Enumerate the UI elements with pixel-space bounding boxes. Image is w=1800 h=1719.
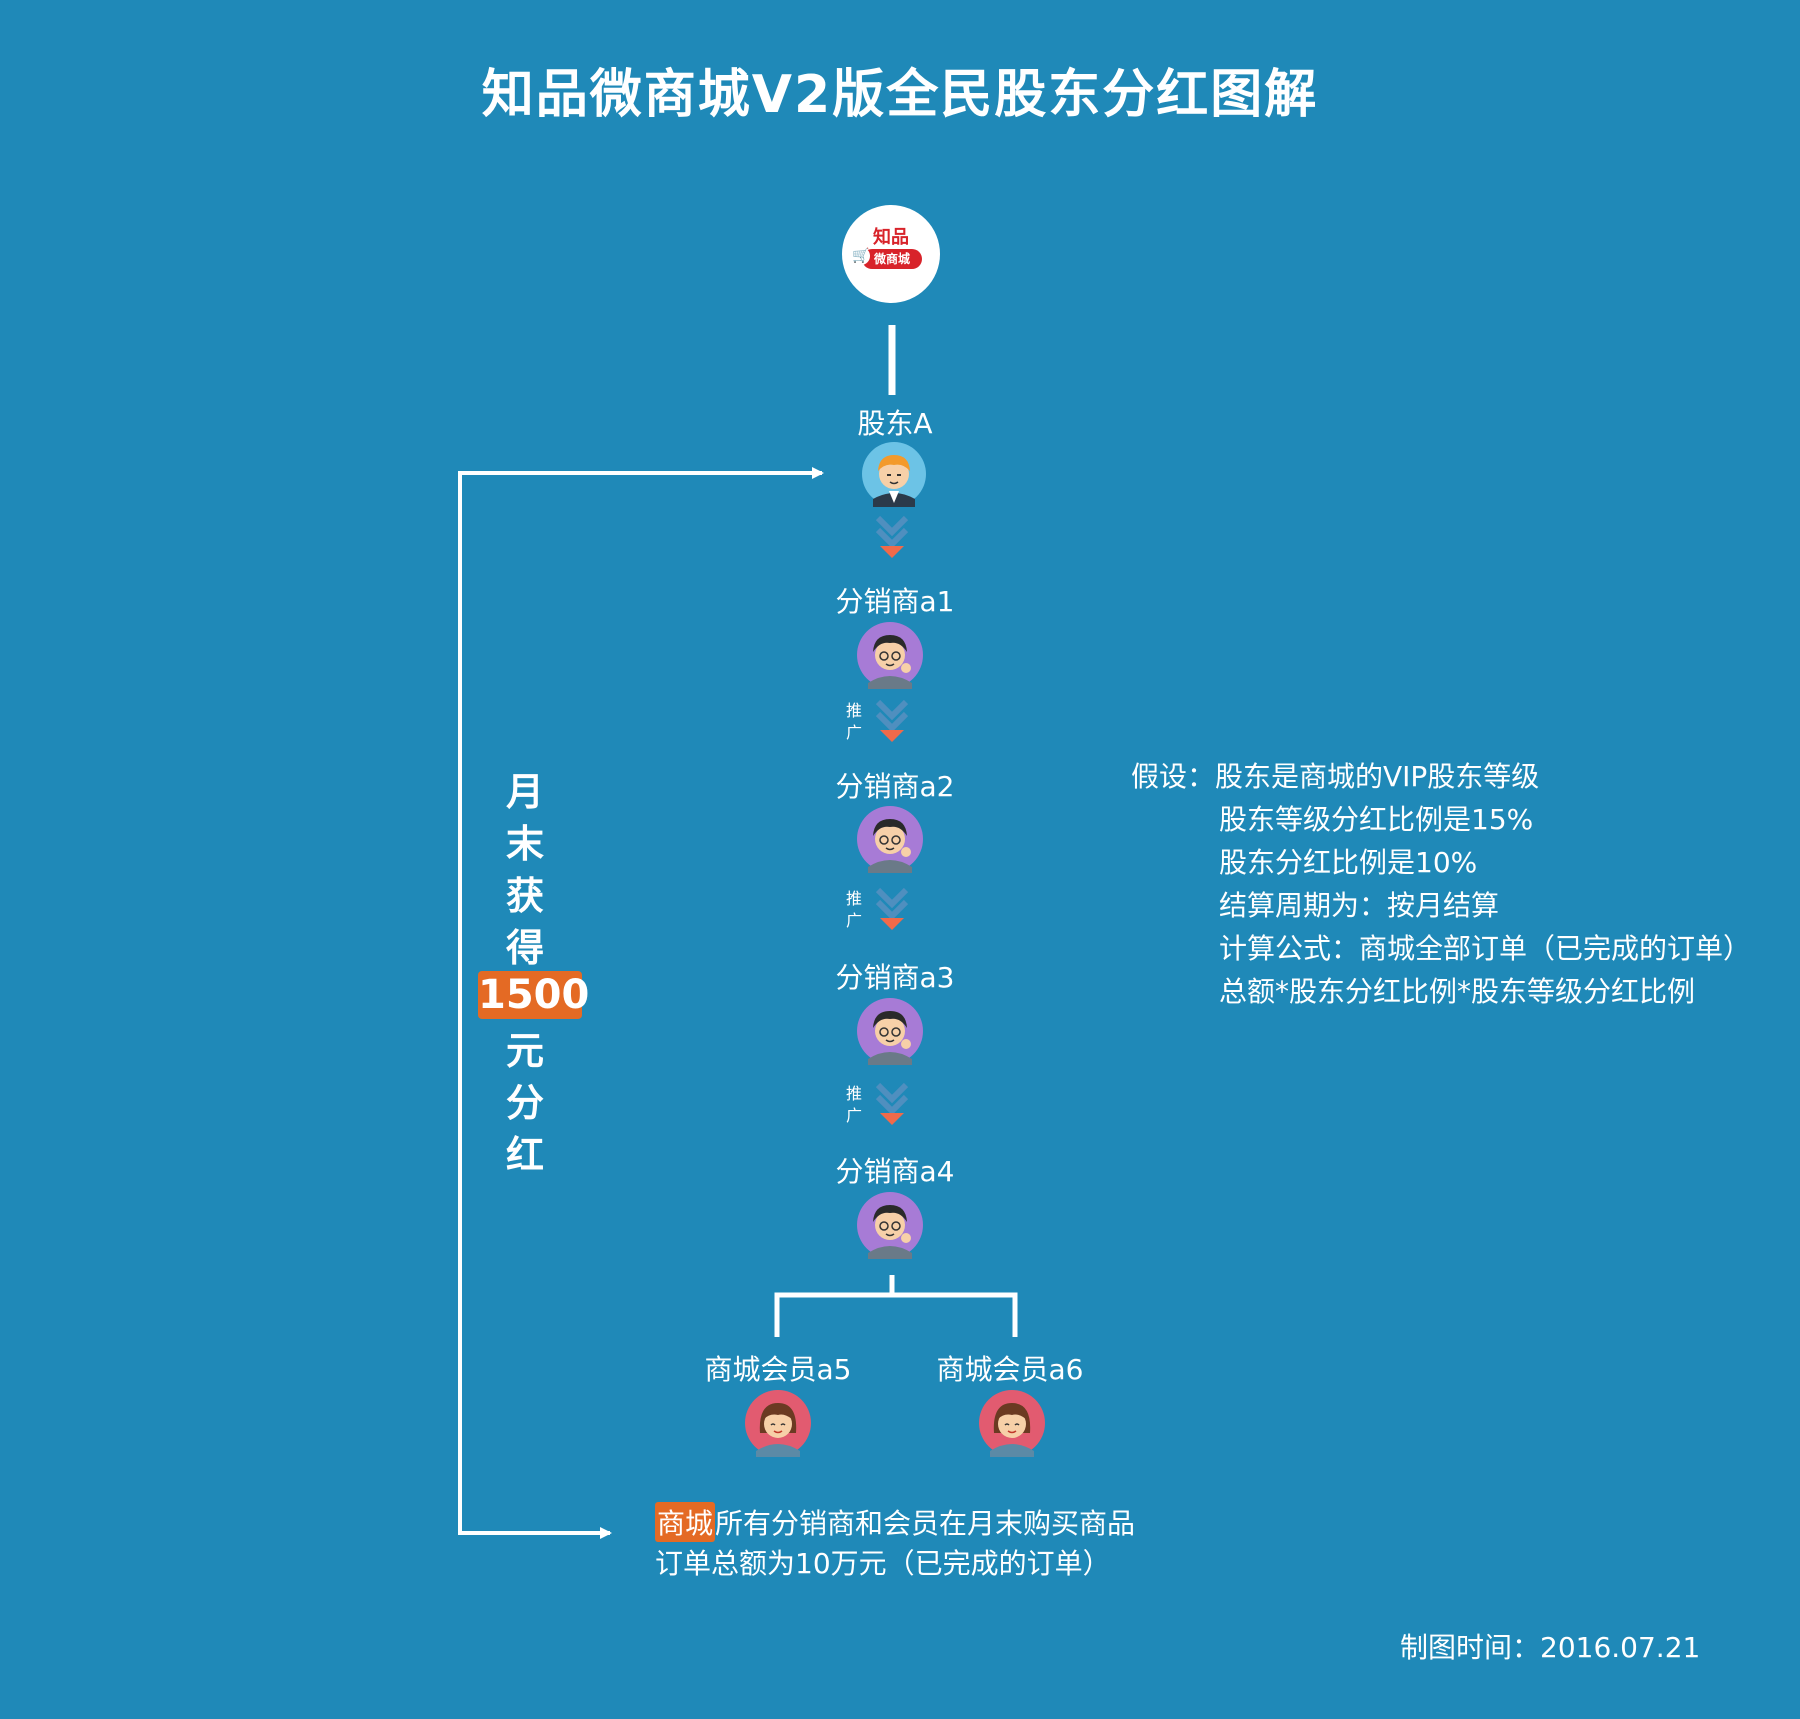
double-chevron-down-icon (876, 888, 908, 930)
assumption-line: 股东分红比例是10% (1219, 846, 1478, 879)
dividend-text-bottom: 元 分 红 (505, 1029, 544, 1177)
logo-top-text: 知品 (873, 227, 909, 248)
logo-band-text: 微商城 (862, 249, 922, 269)
promote-label: 推 广 (845, 889, 862, 930)
page-title: 知品微商城V2版全民股东分红图解 (481, 65, 1319, 125)
assumption-line: 股东等级分红比例是15% (1219, 803, 1534, 836)
shareholder-label: 股东A (857, 407, 933, 440)
assumption-line: 结算周期为：按月结算 (1219, 889, 1500, 922)
member-a6-avatar-icon (979, 1390, 1045, 1457)
double-chevron-down-icon (876, 516, 908, 558)
shopping-cart-icon: 🛒 (852, 247, 870, 265)
promote-label: 推 广 (845, 1084, 862, 1125)
dividend-text-top: 月 末 获 得 (505, 770, 544, 970)
assumption-line: 假设：股东是商城的VIP股东等级 (1131, 760, 1540, 793)
branch-line (774, 1292, 1018, 1337)
distributor-a1-avatar-icon (857, 622, 923, 689)
distributor-a1-label: 分销商a1 (835, 585, 955, 618)
dividend-amount: 1500 (478, 971, 590, 1019)
summary-highlight: 商城 (655, 1502, 716, 1542)
distributor-a4-avatar-icon (857, 1192, 923, 1259)
promote-label: 推 广 (845, 701, 862, 742)
distributor-a3-label: 分销商a3 (835, 961, 955, 994)
double-chevron-down-icon (876, 700, 908, 742)
distributor-a4-label: 分销商a4 (835, 1155, 955, 1188)
assumption-line: 计算公式：商城全部订单（已完成的订单） (1219, 932, 1752, 965)
member-a6-label: 商城会员a6 (936, 1353, 1084, 1386)
distributor-a2-avatar-icon (857, 806, 923, 873)
member-a5-avatar-icon (745, 1390, 811, 1457)
distributor-a3-avatar-icon (857, 998, 923, 1065)
summary-line-1: 商城所有分销商和会员在月末购买商品 (655, 1502, 1135, 1542)
distributor-a2-label: 分销商a2 (835, 770, 955, 803)
assumption-line: 总额*股东分红比例*股东等级分红比例 (1219, 975, 1696, 1008)
double-chevron-down-icon (876, 1083, 908, 1125)
summary-line-2: 订单总额为10万元（已完成的订单） (655, 1547, 1111, 1580)
shareholder-avatar-icon (862, 442, 926, 507)
member-a5-label: 商城会员a5 (704, 1353, 852, 1386)
made-time: 制图时间：2016.07.21 (1400, 1631, 1701, 1664)
mall-logo: 知品 微商城 🛒 (842, 205, 940, 303)
